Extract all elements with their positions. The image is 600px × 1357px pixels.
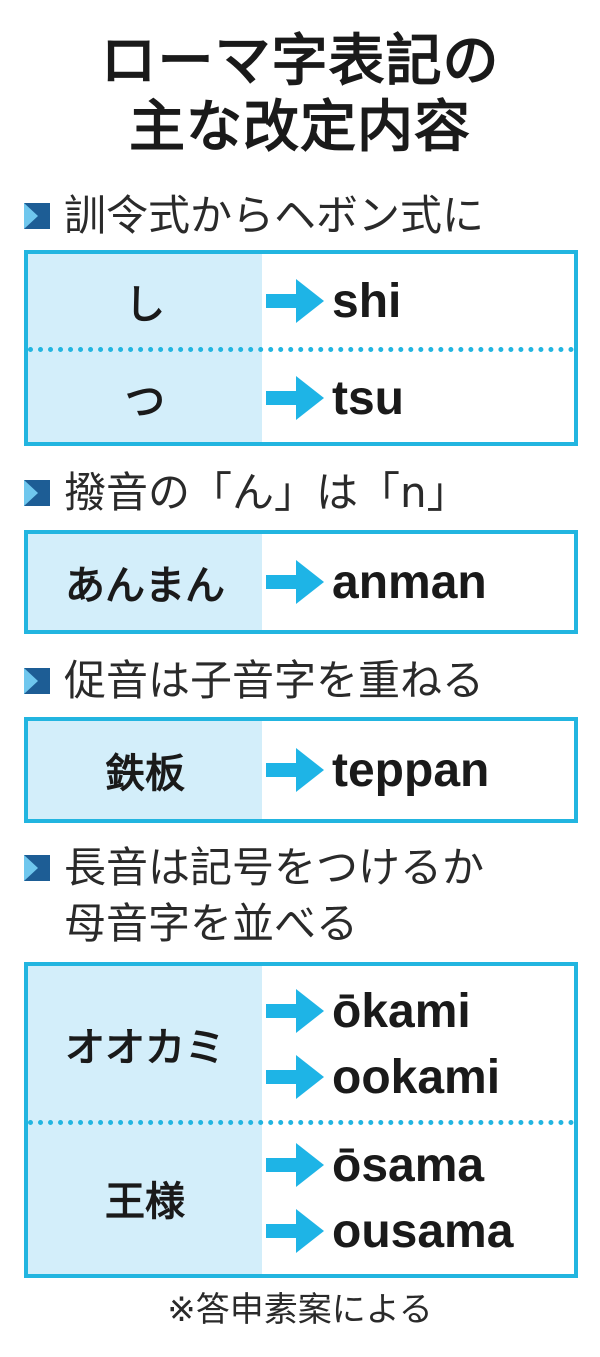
section-heading-hepburn: 訓令式からヘボン式に bbox=[24, 190, 484, 242]
arrow-right-icon bbox=[266, 279, 324, 323]
romaji-cell: ōkami bbox=[332, 984, 471, 1038]
heading-text: 撥音の「ん」は「n」 bbox=[64, 468, 469, 517]
romaji-cell: ookami bbox=[332, 1050, 501, 1104]
romaji-cell: tsu bbox=[332, 371, 404, 425]
arrow-right-icon bbox=[266, 376, 324, 420]
kana-cell: 鉄板 bbox=[105, 750, 185, 797]
bullet-icon bbox=[24, 668, 50, 694]
table-row: 王様 ōsama ousama bbox=[28, 1128, 574, 1268]
title-line-2: 主な改定内容 bbox=[129, 95, 471, 160]
romaji-cell: shi bbox=[332, 274, 402, 328]
table-hepburn: し shi つ tsu bbox=[24, 250, 578, 446]
bullet-icon bbox=[24, 855, 50, 881]
kana-cell: 王様 bbox=[105, 1178, 185, 1225]
section-heading-chouon-line-2: 母音字を並べる bbox=[64, 899, 359, 948]
arrow-right-icon bbox=[266, 1143, 324, 1187]
dotted-divider bbox=[28, 347, 574, 352]
kana-cell: あんまん bbox=[65, 562, 225, 609]
romaji-cell: ōsama bbox=[332, 1138, 485, 1192]
heading-text: 促音は子音字を重ねる bbox=[64, 656, 485, 705]
table-row: し shi bbox=[28, 254, 574, 348]
romaji-cell: anman bbox=[332, 555, 487, 609]
section-heading-n: 撥音の「ん」は「n」 bbox=[24, 467, 469, 519]
heading-text: 長音は記号をつけるか bbox=[64, 843, 485, 892]
arrow-right-icon bbox=[266, 560, 324, 604]
kana-cell: し bbox=[125, 281, 165, 328]
arrow-right-icon bbox=[266, 748, 324, 792]
table-sokuon: 鉄板 teppan bbox=[24, 717, 578, 823]
dotted-divider bbox=[28, 1120, 574, 1125]
section-heading-sokuon: 促音は子音字を重ねる bbox=[24, 655, 484, 707]
romaji-cell: ousama bbox=[332, 1204, 514, 1258]
table-row: あんまん anman bbox=[28, 534, 574, 630]
arrow-right-icon bbox=[266, 989, 324, 1033]
table-n: あんまん anman bbox=[24, 530, 578, 634]
table-chouon: オオカミ ōkami ookami 王様 ōsama ousama bbox=[24, 962, 578, 1278]
table-row: オオカミ ōkami ookami bbox=[28, 974, 574, 1114]
kana-cell: オオカミ bbox=[65, 1024, 225, 1071]
heading-text: 訓令式からヘボン式に bbox=[64, 191, 485, 240]
arrow-right-icon bbox=[266, 1209, 324, 1253]
arrow-right-icon bbox=[266, 1055, 324, 1099]
title-line-1: ローマ字表記の bbox=[100, 29, 500, 94]
bullet-icon bbox=[24, 480, 50, 506]
table-row: 鉄板 teppan bbox=[28, 721, 574, 819]
table-row: つ tsu bbox=[28, 352, 574, 444]
kana-cell: つ bbox=[125, 378, 165, 425]
footnote: ※答申素案による bbox=[167, 1290, 433, 1330]
romaji-cell: teppan bbox=[332, 743, 490, 797]
section-heading-chouon: 長音は記号をつけるか bbox=[24, 842, 484, 894]
bullet-icon bbox=[24, 203, 50, 229]
